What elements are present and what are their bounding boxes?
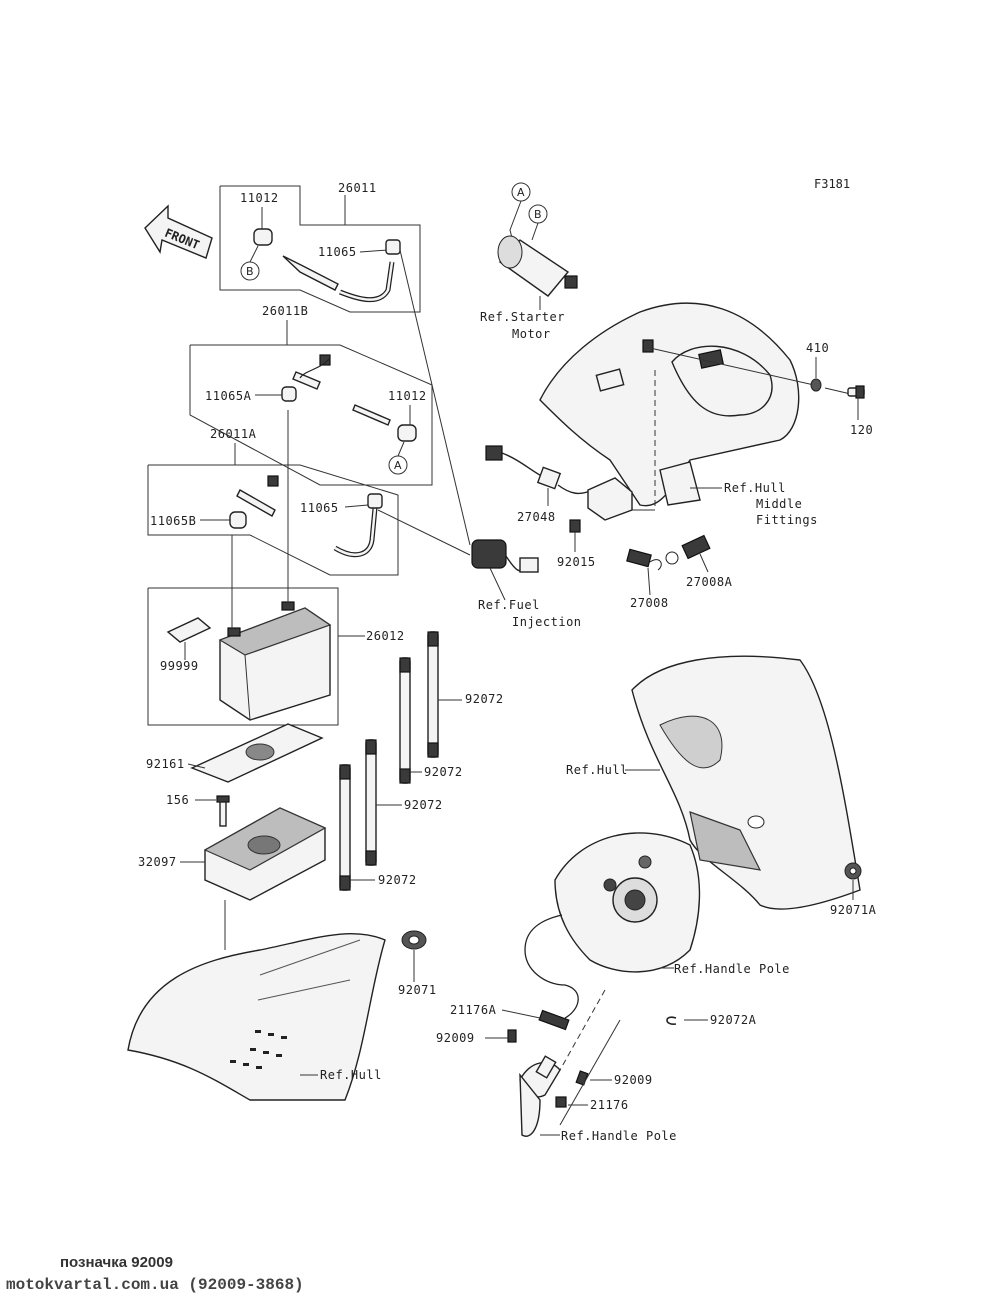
part-92161: 92161	[146, 757, 185, 771]
part-92071A: 92071A	[830, 903, 877, 917]
part-27008: 27008	[630, 596, 669, 610]
grommet-92071	[401, 930, 427, 950]
caption-site-label: motokvartal.com.ua (92009-3868)	[6, 1276, 304, 1294]
grommet-92071A	[844, 862, 862, 880]
battery-case-32097	[203, 807, 327, 901]
washer-410	[810, 378, 822, 392]
strap-92072-d	[339, 764, 351, 891]
figure-code: F3181	[814, 177, 850, 191]
part-92009-b: 92009	[614, 1073, 653, 1087]
part-26011: 26011	[338, 181, 377, 195]
hull-right	[631, 655, 861, 910]
part-32097: 32097	[138, 855, 177, 869]
part-21176: 21176	[590, 1098, 629, 1112]
ref-fuel-2: Injection	[512, 615, 582, 629]
part-92072A: 92072A	[710, 1013, 757, 1027]
svg-text:A: A	[517, 186, 525, 199]
part-26011B: 26011B	[262, 304, 308, 318]
strap-92072-b	[399, 657, 411, 784]
part-92015: 92015	[557, 555, 596, 569]
cable-box-26011	[219, 185, 421, 313]
part-11065: 11065	[300, 501, 339, 515]
starter-motor	[497, 235, 578, 297]
key-27008A	[665, 534, 711, 565]
part-11065A: 11065A	[205, 389, 252, 403]
key-27008	[626, 548, 662, 571]
bolt-120	[847, 385, 865, 399]
bolt-156	[216, 795, 230, 827]
part-92009-a: 92009	[436, 1031, 475, 1045]
hull-middle-fittings	[539, 302, 800, 507]
svg-text:A: A	[394, 459, 402, 472]
cable-26011B	[281, 354, 417, 442]
ref-hull-mid-1: Ref.Hull	[724, 481, 786, 495]
screw-92009-b	[575, 1070, 589, 1086]
ref-hull-mid-2: Middle	[756, 497, 802, 511]
strap-92072-c	[365, 739, 377, 866]
caption-part-label: позначка 92009	[60, 1254, 173, 1271]
part-11012-top: 11012	[240, 191, 279, 205]
part-156: 156	[166, 793, 189, 807]
ref-hull-right: Ref.Hull	[566, 763, 628, 777]
part-11012-mid: 11012	[388, 389, 427, 403]
hull-bottom-left	[127, 933, 386, 1101]
part-410: 410	[806, 341, 829, 355]
screw-92009-a	[507, 1029, 517, 1043]
sticker-99999	[166, 617, 212, 643]
clip-21176	[555, 1096, 567, 1108]
clip-92072A	[666, 1016, 677, 1025]
part-92071: 92071	[398, 983, 437, 997]
battery-holder-92161	[190, 723, 324, 783]
part-26012: 26012	[366, 629, 405, 643]
ref-fuel-1: Ref.Fuel	[478, 598, 540, 612]
switch-21176	[519, 1055, 561, 1137]
ref-hull-bottom: Ref.Hull	[320, 1068, 382, 1082]
part-92072-d: 92072	[378, 873, 417, 887]
clip-92015	[569, 519, 581, 533]
ref-starter-1: Ref.Starter	[480, 310, 565, 324]
part-27008A: 27008A	[686, 575, 733, 589]
part-92072-b: 92072	[424, 765, 463, 779]
terminal-cap-11012	[253, 228, 273, 246]
part-26011A: 26011A	[210, 427, 257, 441]
ref-hull-mid-3: Fittings	[756, 513, 818, 527]
handle-pole-plate	[554, 832, 701, 973]
part-21176A: 21176A	[450, 1003, 497, 1017]
ref-handle-pole-2: Ref.Handle Pole	[561, 1129, 677, 1143]
part-11065B: 11065B	[150, 514, 196, 528]
part-27048: 27048	[517, 510, 556, 524]
strap-92072-a	[427, 631, 439, 758]
ref-handle-pole-1: Ref.Handle Pole	[674, 962, 790, 976]
part-120: 120	[850, 423, 873, 437]
cable-26011A	[229, 475, 383, 558]
part-92072-a: 92072	[465, 692, 504, 706]
front-arrow-icon: FRONT	[144, 204, 213, 259]
svg-text:B: B	[534, 208, 542, 221]
part-11065-top: 11065	[318, 245, 357, 259]
part-99999: 99999	[160, 659, 199, 673]
lanyard-wire	[524, 914, 579, 1031]
relay-connector	[471, 539, 539, 573]
svg-text:B: B	[246, 265, 254, 278]
ref-starter-2: Motor	[512, 327, 551, 341]
cable-26011	[282, 239, 401, 303]
battery	[218, 601, 332, 721]
harness-27048	[485, 445, 633, 521]
part-92072-c: 92072	[404, 798, 443, 812]
